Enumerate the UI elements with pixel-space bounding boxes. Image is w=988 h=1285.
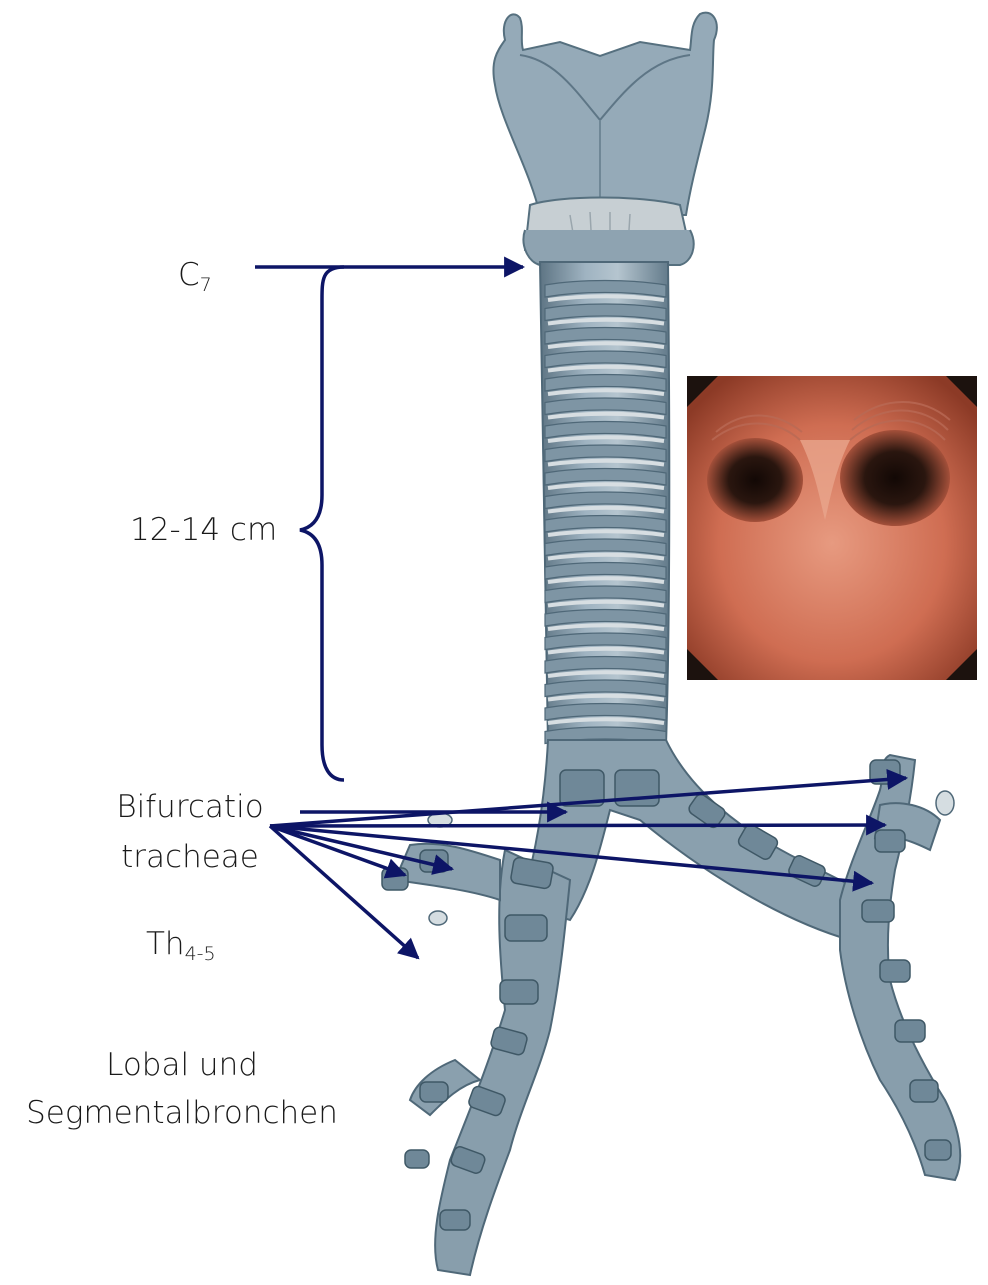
endoscopy-photo	[687, 376, 977, 680]
bifurcation-label: Bifurcatio tracheae	[90, 785, 290, 879]
th-label: Th4-5	[146, 922, 216, 976]
lobal-arrow-6	[270, 826, 418, 958]
lobal-label: Lobal und Segmentalbronchen	[8, 1043, 356, 1135]
c7-label: C7	[178, 253, 212, 307]
length-label: 12-14 cm	[130, 508, 277, 552]
lobal-arrow-2	[270, 825, 885, 826]
length-brace	[300, 267, 344, 780]
